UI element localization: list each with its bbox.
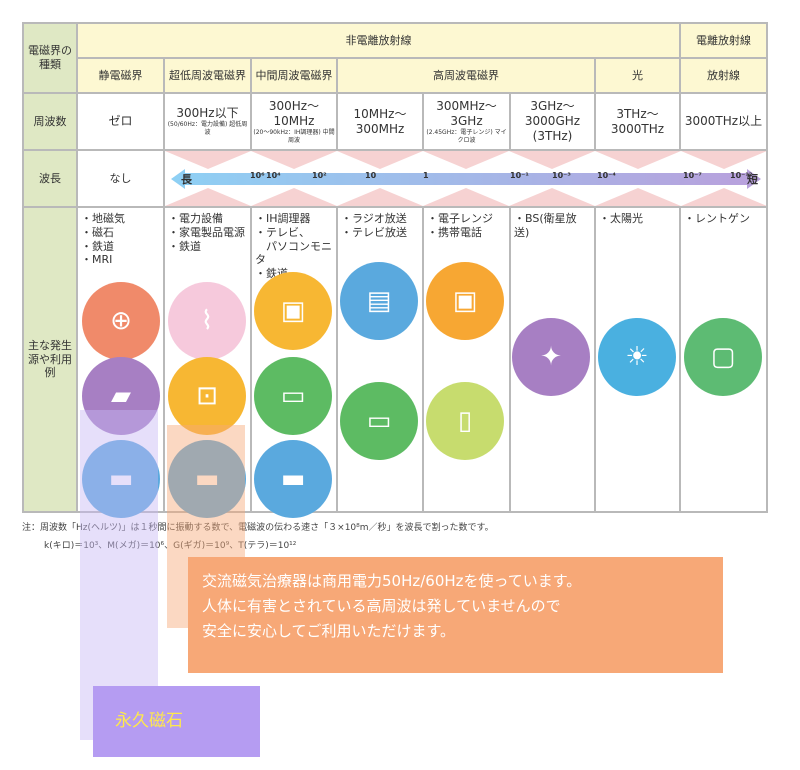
radio-icon: ▤ [340,262,418,340]
source-list: ・太陽光 [599,212,643,225]
frequency-note: (50/60Hz：電力設備) 超低周波 [167,121,248,136]
source-cell: ・電子レンジ ・携帯電話 [424,208,509,511]
microwave-icon: ▣ [426,262,504,340]
frequency-label: 周波数 [24,94,76,149]
short-label: 短 [747,173,758,186]
magnet-label-box: 永久磁石 [93,686,260,757]
callout-line-2: 人体に有害とされている高周波は発していませんので [202,597,561,615]
wavelength-tick: 10⁻³ [552,171,571,180]
xray-icon: ▢ [684,318,762,396]
source-list: ・IH調理器 ・テレビ、 パソコンモニタ ・鉄道 [255,212,332,280]
wavelength-none: なし [78,151,163,206]
wavelength-tick: 10⁻¹² [730,171,753,180]
wavelength-tick: 10² [312,171,327,180]
frequency-cell: 3GHz～ 3000GHz (3THz) [511,94,594,149]
callout-box: 交流磁気治療器は商用電力50Hz/60Hzを使っています。 人体に有害とされてい… [188,557,723,673]
ih-cooker-icon: ▣ [254,272,332,350]
wavelength-arrow [165,151,766,206]
power-tower-icon: ⌇ [168,282,246,360]
magnet-label: 永久磁石 [115,711,183,731]
source-list: ・レントゲン [684,212,750,225]
cat-light: 光 [596,59,679,92]
source-list: ・BS(衛星放送) [514,212,577,239]
sources-label: 主な発生源や利用例 [24,208,76,511]
satellite-icon: ✦ [512,318,590,396]
cat-rf: 高周波電磁界 [338,59,594,92]
train-icon: ▬ [254,440,332,518]
frequency-cell: 300Hz～ 10MHz(20～90kHz：IH調理器) 中間周波 [252,94,336,149]
frequency-range: 300Hz～ 10MHz [268,98,320,128]
wavelength-tick: 10⁻⁴ [597,171,616,180]
train-icon: ▬ [82,440,160,518]
source-list: ・電子レンジ ・携帯電話 [427,212,493,239]
frequency-range: 3000THz以上 [684,114,763,128]
sun-icon: ☀ [598,318,676,396]
wavelength-label: 波長 [24,151,76,206]
frequency-note: (20～90kHz：IH調理器) 中間周波 [253,128,335,144]
wavelength-tick: 10 [365,171,377,180]
frequency-cell: ゼロ [78,94,163,149]
type-label: 電磁界の種類 [24,24,76,92]
frequency-range: 300MHz～ 3GHz [436,98,497,128]
source-list: ・ラジオ放送 ・テレビ放送 [341,212,407,239]
outlet-plug-icon: ⊡ [168,357,246,435]
train-icon: ▬ [168,440,246,518]
wavelength-tick: 1 [423,171,429,180]
cat-if: 中間周波電磁界 [252,59,336,92]
cat-radiation: 放射線 [681,59,766,92]
frequency-cell: 3THz～ 3000THz [596,94,679,149]
frequency-cell: 10MHz～ 300MHz [338,94,422,149]
wavelength-tick: 10⁻⁷ [683,171,702,180]
pc-monitor-icon: ▭ [254,357,332,435]
frequency-cell: 300Hz以下(50/60Hz：電力設備) 超低周波 [165,94,250,149]
magnet-highlight [80,410,158,740]
cat-elf: 超低周波電磁界 [165,59,250,92]
frequency-range: 300Hz以下 [176,106,239,121]
frequency-range: 10MHz～ 300MHz [353,106,407,136]
source-list: ・地磁気 ・磁石 ・鉄道 ・MRI [81,212,125,267]
callout-line-3: 安全に安心してご利用いただけます。 [202,622,456,640]
note-line-2: k(キロ)＝10³、M(メガ)＝10⁶、G(ギガ)＝10⁹、T(テラ)＝10¹² [44,541,297,551]
wavelength-tick: 10⁶ [250,171,265,180]
note-line-1: 注：周波数「Hz(ヘルツ)」は１秒間に振動する数で、電磁波の伝わる速さ「３×10… [22,523,494,533]
frequency-cell: 3000THz以上 [681,94,766,149]
frequency-range: ゼロ [108,114,133,128]
frequency-note: (2.45GHz：電子レンジ) マイクロ波 [426,128,507,144]
frequency-range: 3THz～ 3000THz [610,106,665,136]
frequency-range: 3GHz～ 3000GHz (3THz) [524,99,581,143]
wavelength-tick: 10⁴ [266,171,281,180]
magnet-icon: ▰ [82,357,160,435]
mobile-phone-icon: ▯ [426,382,504,460]
callout-line-1: 交流磁気治療器は商用電力50Hz/60Hzを使っています。 [202,572,582,590]
source-cell: ・ラジオ放送 ・テレビ放送 [338,208,422,511]
non-ionizing-header: 非電離放射線 [78,24,679,57]
long-label: 長 [181,173,192,186]
source-list: ・電力設備 ・家電製品電源 ・鉄道 [168,212,245,253]
frequency-cell: 300MHz～ 3GHz(2.45GHz：電子レンジ) マイクロ波 [424,94,509,149]
earth-magnetism-icon: ⊕ [82,282,160,360]
cat-static: 静電磁界 [78,59,163,92]
ionizing-header: 電離放射線 [681,24,766,57]
television-icon: ▭ [340,382,418,460]
wavelength-tick: 10⁻¹ [510,171,529,180]
